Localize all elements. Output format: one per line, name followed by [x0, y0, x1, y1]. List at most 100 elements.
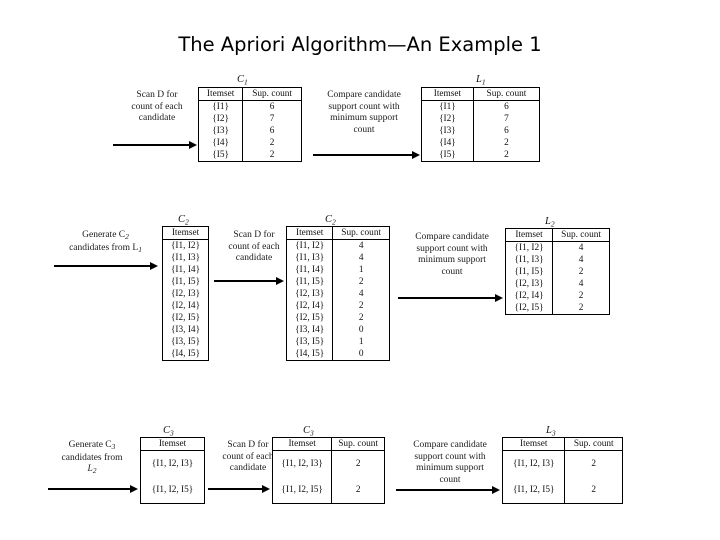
cell-supcount: 4: [552, 254, 610, 266]
cell-supcount: 6: [472, 125, 540, 137]
table-l3: Itemset Sup. count {I1, I2, I3}2{I1, I2,…: [502, 437, 623, 504]
table-body: {I1, I2, I3} {I1, I2, I5}: [141, 451, 205, 504]
cell-itemset: {I1, I4}: [295, 265, 325, 275]
table-header-row: Itemset Sup. count: [505, 228, 610, 242]
col-header-itemset: Itemset: [162, 226, 209, 240]
arrow-shaft: [396, 489, 493, 491]
cell-supcount: 4: [332, 239, 390, 252]
cell-itemset: {I1, I3}: [170, 253, 201, 263]
caption-compare-row1: Compare candidate support count with min…: [309, 90, 419, 136]
caption-scan-d-row1: Scan D for count of each candidate: [116, 90, 198, 125]
cell-supcount: 2: [242, 137, 302, 149]
table-row: {I1, I5}: [163, 276, 209, 288]
table-label-c3-candidates: C3: [163, 425, 174, 438]
caption-line: candidate: [235, 253, 273, 263]
table-row: {I1, I4}: [163, 264, 209, 276]
cell-itemset: {I1, I2, I3}: [151, 459, 194, 469]
caption-line: Generate C2: [82, 230, 129, 241]
table-row: {I2}7: [199, 113, 302, 125]
cell-supcount: 6: [242, 100, 302, 113]
col-header-supcount: Sup. count: [332, 226, 390, 240]
table-row: {I1, I3}4: [287, 252, 390, 264]
cell-itemset: {I2, I5}: [514, 303, 544, 313]
table-row: {I3, I4}: [163, 324, 209, 336]
table-row: {I4, I5}0: [287, 348, 390, 361]
table-row: {I5}2: [199, 149, 302, 162]
table-row: {I2, I5}2: [287, 312, 390, 324]
caption-line: Generate C3: [68, 440, 116, 451]
cell-itemset: {I2, I5}: [295, 313, 325, 323]
cell-supcount: 2: [472, 137, 540, 149]
col-header-itemset: Itemset: [421, 87, 474, 101]
caption-line: Compare candidate: [413, 440, 487, 450]
arrow-head: [412, 151, 420, 159]
cell-itemset: {I1, I2, I3}: [281, 459, 323, 469]
cell-itemset: {I1, I5}: [514, 267, 544, 277]
table-row: {I1, I5}2: [287, 276, 390, 288]
cell-itemset: {I1, I2}: [295, 241, 325, 251]
cell-itemset: {I1, I3}: [514, 255, 544, 265]
cell-itemset: {I1, I2, I3}: [513, 459, 555, 469]
caption-line: count: [353, 124, 375, 135]
col-header-itemset: Itemset: [272, 437, 332, 451]
cell-itemset: {I3}: [212, 126, 229, 136]
table-row: {I3, I4}0: [287, 324, 390, 336]
table-header-row: Itemset: [162, 226, 209, 240]
table-c3-counts: Itemset Sup. count {I1, I2, I3}2{I1, I2,…: [272, 437, 385, 504]
table-row: {I1}6: [422, 100, 540, 113]
table-label-l2: L2: [545, 216, 555, 229]
table-header-row: Itemset Sup. count: [198, 87, 302, 101]
caption-line: candidate: [229, 463, 267, 473]
arrow-scan-d-row1: [113, 141, 197, 149]
arrow-generate-c2: [54, 262, 158, 270]
cell-itemset: {I2, I3}: [514, 279, 544, 289]
cell-supcount: 2: [564, 477, 623, 504]
cell-supcount: 0: [332, 348, 390, 361]
table-header-row: Itemset Sup. count: [421, 87, 540, 101]
table-row: {I2, I4}2: [506, 290, 610, 302]
caption-line: minimum support: [416, 463, 484, 473]
table-l2: Itemset Sup. count {I1, I2}4{I1, I3} 4 {I1…: [505, 228, 610, 315]
table-row: {I1, I2}4: [506, 241, 610, 254]
table-label-c2-counts: C2: [325, 214, 336, 227]
page-title: The Apriori Algorithm—An Example 1: [178, 33, 542, 56]
caption-line: Scan D for: [136, 90, 178, 100]
table-row: {I1, I2, I5}: [141, 477, 205, 504]
caption-generate-c3: Generate C3 candidates from L2: [44, 440, 140, 477]
arrow-scan-d-row2: [214, 277, 284, 285]
caption-line: Compare candidate: [415, 232, 489, 242]
col-header-supcount: Sup. count: [242, 87, 302, 101]
cell-itemset: {I4}: [212, 138, 229, 148]
cell-supcount: 2: [332, 300, 390, 312]
cell-itemset: {I2, I4}: [514, 291, 544, 301]
cell-supcount: 4: [332, 288, 390, 300]
cell-itemset: {I2, I5}: [170, 313, 201, 323]
caption-line: support count with: [416, 243, 488, 254]
cell-itemset: {I1, I4}: [170, 265, 201, 275]
cell-itemset: {I1}: [212, 102, 229, 112]
cell-supcount: 6: [472, 100, 540, 113]
cell-itemset: {I4, I5}: [170, 349, 201, 359]
table-header-row: Itemset: [140, 437, 205, 451]
col-header-itemset: Itemset: [198, 87, 243, 101]
table-c2-counts: Itemset Sup. count {I1, I2}4{I1, I3}4{I1…: [286, 226, 390, 361]
arrow-head: [189, 141, 197, 149]
cell-supcount: 1: [332, 336, 390, 348]
arrow-shaft: [398, 297, 496, 299]
cell-itemset: {I2, I4}: [170, 301, 201, 311]
table-row: {I1, I4}1: [287, 264, 390, 276]
cell-supcount: 2: [331, 450, 385, 477]
table-c1: Itemset Sup. count {I1}6{I2}7{I3}6{I4}2{…: [198, 87, 302, 162]
cell-itemset: {I5}: [439, 150, 456, 160]
arrow-head: [495, 294, 503, 302]
caption-line: candidate: [138, 113, 176, 123]
col-header-supcount: Sup. count: [472, 87, 540, 101]
table-row: {I1} 6: [199, 100, 302, 113]
table-header-row: Itemset Sup. count: [286, 226, 390, 240]
cell-supcount: 2: [332, 276, 390, 288]
col-header-itemset: Itemset: [286, 226, 333, 240]
table-label-c2-candidates: C2: [178, 214, 189, 227]
caption-line: Scan D for: [227, 440, 269, 450]
table-body: {I1, I2}4{I1, I3}4{I1, I5}2{I2, I3}4{I2,…: [506, 241, 610, 315]
